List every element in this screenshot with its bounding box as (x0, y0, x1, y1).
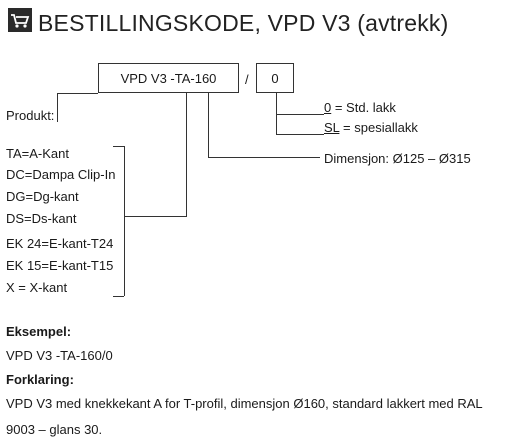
product-bracket-top (113, 146, 124, 147)
finish-option-std: 0 = Std. lakk (324, 100, 396, 115)
product-label-leader-vertical (57, 93, 58, 122)
product-item: TA=A-Kant (6, 146, 69, 161)
code-separator: / (245, 72, 249, 87)
product-connector-vertical (186, 93, 187, 217)
code-main: VPD V3 -TA-160 (120, 70, 217, 86)
code-main-box: VPD V3 -TA-160 (98, 63, 239, 93)
page-title: BESTILLINGSKODE, VPD V3 (avtrekk) (38, 10, 449, 36)
finish-connector-horizontal-2 (276, 134, 324, 135)
code-finish: 0 (271, 70, 279, 86)
cart-icon (8, 8, 32, 32)
finish-text-special: = spesiallakk (339, 120, 418, 135)
product-connector-horizontal (124, 216, 187, 217)
finish-code-special: SL (324, 120, 340, 135)
dimension-label: Dimensjon: Ø125 – Ø315 (324, 151, 471, 166)
finish-text-std: = Std. lakk (331, 100, 396, 115)
product-label-leader-horizontal (57, 93, 98, 94)
explanation-line-2: 9003 – glans 30. (6, 422, 103, 437)
finish-option-special: SL = spesiallakk (324, 120, 418, 135)
explanation-heading: Forklaring: (6, 372, 74, 387)
example-heading: Eksempel: (6, 324, 72, 339)
code-finish-box: 0 (256, 63, 294, 93)
finish-connector-horizontal-1 (276, 114, 324, 115)
dimension-connector-horizontal (208, 157, 320, 158)
product-item: DC=Dampa Clip-In (6, 167, 116, 182)
dimension-connector-vertical (208, 93, 209, 158)
product-item: X = X-kant (6, 280, 68, 295)
product-item: DG=Dg-kant (6, 189, 79, 204)
product-label: Produkt: (6, 108, 55, 123)
product-bracket-bottom (113, 296, 124, 297)
product-item: EK 15=E-kant-T15 (6, 258, 114, 273)
product-item: DS=Ds-kant (6, 211, 77, 226)
example-code: VPD V3 -TA-160/0 (6, 348, 113, 363)
product-item: EK 24=E-kant-T24 (6, 236, 114, 251)
finish-code-std: 0 (324, 100, 332, 115)
product-bracket-vertical (124, 146, 125, 296)
explanation-line-1: VPD V3 med knekkekant A for T-profil, di… (6, 396, 483, 411)
